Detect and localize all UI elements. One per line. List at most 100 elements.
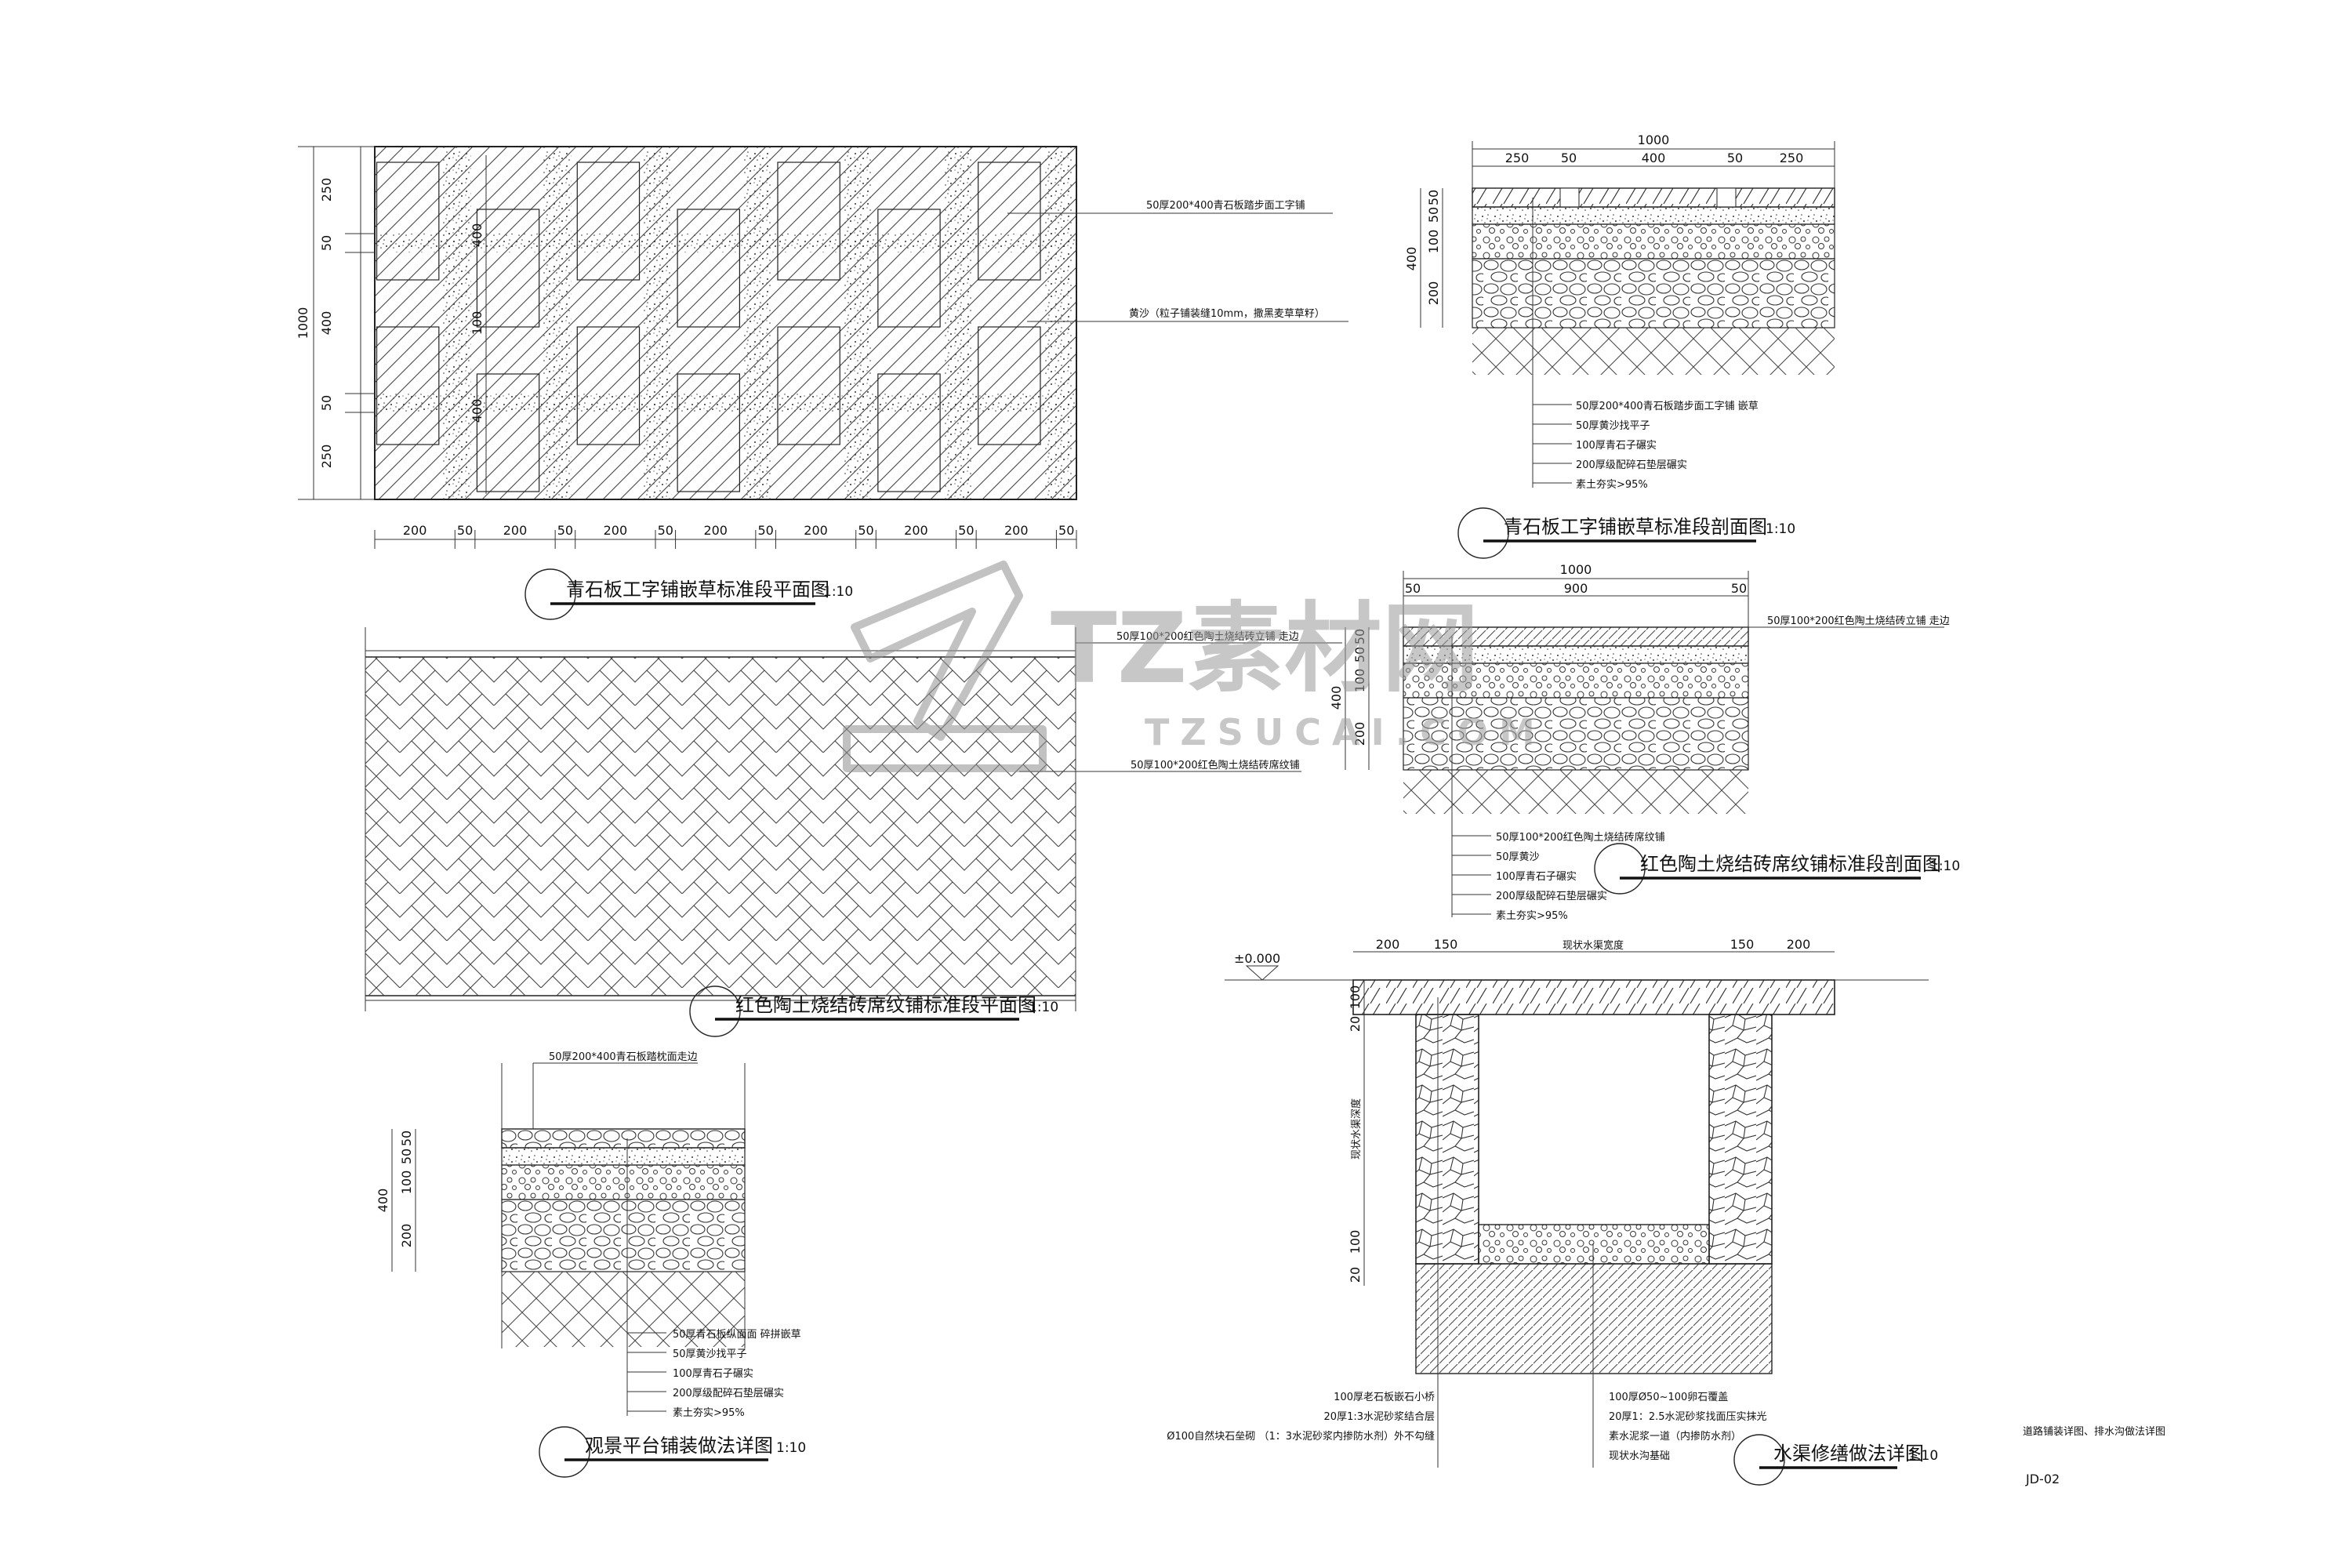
v1-title: 青石板工字铺嵌草标准段平面图 — [566, 579, 829, 601]
v1-dim-inner-0: 400 — [470, 223, 485, 248]
v1-dim-bottom: 50 — [1058, 523, 1074, 538]
v1-dim-inner-1: 100 — [470, 311, 485, 336]
v6-scale: 1:10 — [1908, 1448, 1938, 1464]
v3-callout-1: 50厚100*200红色陶土烧结砖席纹铺 — [1131, 759, 1300, 771]
v6-dim-left-2: 现状水渠深度 — [1350, 1098, 1363, 1160]
v1-dim-left-1: 50 — [319, 235, 334, 251]
v6-level: ±0.000 — [1234, 951, 1280, 966]
v4-dim-left-1: 50 — [1352, 647, 1367, 662]
v5-scale: 1:10 — [776, 1440, 806, 1456]
v6-title-symbol — [1733, 1434, 1785, 1486]
v5-dim-left-0: 50 — [399, 1131, 414, 1146]
v1-scale: 1:10 — [823, 584, 853, 600]
v4-dim-total: 1000 — [1560, 562, 1592, 577]
v5-layer-3: 200厚级配碎石垫层碾实 — [673, 1387, 784, 1399]
v5-layer-0: 50厚青石板纵面面 碎拼嵌草 — [673, 1329, 801, 1341]
v4-dim-top-2: 50 — [1731, 581, 1747, 596]
v1-callout-1: 黄沙（粒子铺装缝10mm，撒黑麦草草籽） — [1129, 307, 1325, 320]
v1-dim-bottom: 50 — [757, 523, 773, 538]
v6-dim-top-1: 150 — [1434, 937, 1458, 952]
v1-dim-total: 1000 — [296, 307, 310, 339]
v4-dim-left-2: 100 — [1352, 669, 1367, 693]
v1-dim-left-0: 250 — [319, 178, 334, 202]
v2-title-symbol — [1457, 507, 1509, 559]
v1-dim-bottom: 200 — [804, 523, 828, 538]
v1-dim-bottom: 200 — [703, 523, 728, 538]
v1-dim-bottom: 200 — [604, 523, 628, 538]
v3-title: 红色陶土烧结砖席纹铺标准段平面图 — [735, 994, 1036, 1016]
v4-layer-4: 素土夯实>95% — [1496, 910, 1568, 922]
v6-note-right-3: 现状水沟基础 — [1609, 1450, 1670, 1462]
v6-note-right-2: 素水泥浆一道（内掺防水剂） — [1609, 1430, 1741, 1443]
v4-scale: 1:10 — [1930, 858, 1960, 874]
watermark-en: TZSUCAI.COM — [1145, 711, 1546, 753]
v1-dim-bottom: 200 — [1004, 523, 1029, 538]
view6-section-drawing: ±0.000 200 150 现状水渠宽度 150 200 100 20 现状水… — [1167, 937, 1938, 1486]
v3-title-symbol — [689, 985, 741, 1037]
v5-title-symbol — [539, 1426, 590, 1478]
v2-dim-top-4: 250 — [1780, 151, 1804, 165]
v1-dim-bottom: 50 — [958, 523, 974, 538]
v2-title: 青石板工字铺嵌草标准段剖面图 — [1504, 516, 1767, 538]
v6-note-left-1: 20厚1:3水泥砂浆结合层 — [1324, 1411, 1435, 1423]
v2-layer-2: 100厚青石子碾实 — [1576, 440, 1657, 452]
v5-layer-1: 50厚黄沙找平子 — [673, 1348, 747, 1360]
v6-dim-left-3: 100 — [1348, 1230, 1363, 1254]
v6-note-left-0: 100厚老石板嵌石小桥 — [1334, 1392, 1435, 1403]
v4-layer-0: 50厚100*200红色陶土烧结砖席纹铺 — [1496, 831, 1665, 844]
v1-dim-inner-2: 400 — [470, 399, 485, 423]
v5-dim-left-total: 400 — [376, 1189, 390, 1213]
v6-dim-top-0: 200 — [1376, 937, 1400, 952]
watermark: TZ素材网 TZSUCAI.COM — [843, 561, 1546, 772]
watermark-cn: TZ素材网 — [1051, 593, 1479, 706]
v4-layer-2: 100厚青石子碾实 — [1496, 871, 1577, 883]
v2-layer-4: 素土夯实>95% — [1576, 479, 1648, 491]
v4-dim-left-3: 200 — [1352, 722, 1367, 746]
v4-title-symbol — [1594, 843, 1646, 895]
v2-dim-top-2: 400 — [1642, 151, 1666, 165]
v4-title: 红色陶土烧结砖席纹铺标准段剖面图 — [1640, 853, 1941, 875]
v6-note-right-0: 100厚Ø50~100卵石覆盖 — [1609, 1392, 1728, 1403]
v4-layer-3: 200厚级配碎石垫层碾实 — [1496, 890, 1607, 902]
v1-title-symbol — [524, 568, 576, 620]
view2-section-drawing: 1000 250 50 400 50 250 400 50 50 100 200… — [1404, 132, 1835, 559]
v1-dim-left-4: 250 — [319, 445, 334, 469]
v4-dim-left-0: 50 — [1352, 629, 1367, 644]
view4-section-drawing: 1000 50 900 50 400 50 50 100 200 50厚100*… — [1329, 562, 1960, 922]
v1-dim-bottom: 50 — [858, 523, 873, 538]
v2-dim-total: 1000 — [1638, 132, 1670, 147]
v6-note-right-1: 20厚1：2.5水泥砂浆找面压实抹光 — [1609, 1411, 1767, 1423]
v1-dim-bottom: 50 — [457, 523, 473, 538]
v6-dim-left-1: 20 — [1348, 1016, 1363, 1032]
v2-layer-1: 50厚黄沙找平子 — [1576, 420, 1650, 432]
v2-layer-3: 200厚级配碎石垫层碾实 — [1576, 459, 1687, 471]
v3-scale: 1:10 — [1029, 1000, 1058, 1015]
v1-dim-bottom: 200 — [503, 523, 528, 538]
v2-dim-top-3: 50 — [1727, 151, 1743, 165]
v6-dim-top-4: 200 — [1787, 937, 1811, 952]
view5-section-drawing: 50厚200*400青石板踏枕面走边 400 50 50 100 200 50厚… — [376, 1051, 806, 1478]
v5-dim-left-2: 100 — [399, 1171, 414, 1195]
v2-dim-left-total: 400 — [1404, 247, 1419, 271]
v1-callout-0: 50厚200*400青石板踏步面工字铺 — [1146, 200, 1305, 212]
v5-callout: 50厚200*400青石板踏枕面走边 — [549, 1051, 698, 1063]
v2-dim-top-0: 250 — [1505, 151, 1530, 165]
v4-dim-top-1: 900 — [1564, 581, 1588, 596]
v1-dim-left-3: 50 — [319, 395, 334, 411]
v4-dim-top-0: 50 — [1405, 581, 1421, 596]
v5-layer-2: 100厚青石子碾实 — [673, 1368, 753, 1380]
v6-dim-top-3: 150 — [1730, 937, 1755, 952]
v6-dim-top-2: 现状水渠宽度 — [1563, 939, 1624, 952]
v6-dim-left-0: 100 — [1348, 985, 1363, 1010]
v5-layer-4: 素土夯实>95% — [673, 1407, 745, 1419]
v2-dim-left-3: 200 — [1426, 281, 1441, 306]
v1-dim-bottom: 200 — [904, 523, 928, 538]
v5-title: 观景平台铺装做法详图 — [585, 1435, 773, 1457]
v4-callout: 50厚100*200红色陶土烧结砖立铺 走边 — [1767, 615, 1950, 627]
v2-dim-left-1: 50 — [1426, 207, 1441, 223]
v3-callout-0: 50厚100*200红色陶土烧结砖立铺 走边 — [1116, 630, 1299, 643]
v5-dim-left-1: 50 — [399, 1149, 414, 1164]
v2-layer-0: 50厚200*400青石板踏步面工字铺 嵌草 — [1576, 401, 1759, 412]
